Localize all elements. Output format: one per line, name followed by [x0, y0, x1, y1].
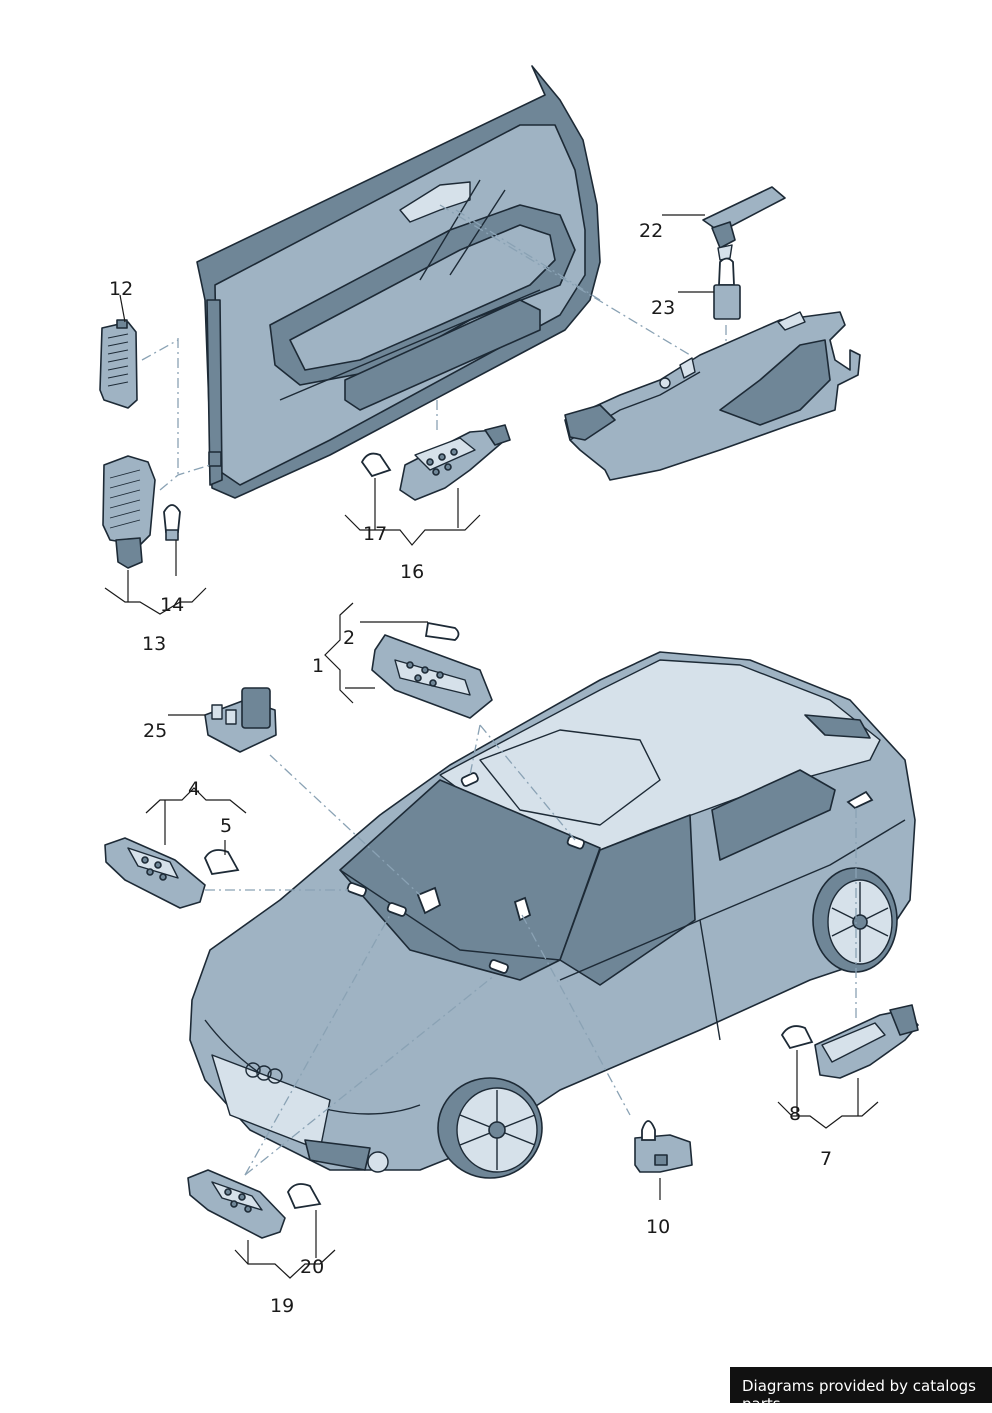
part-14-bulb	[163, 504, 181, 541]
callout-13: 13	[142, 633, 166, 655]
part-25-switch	[204, 687, 277, 753]
car-front-wheel	[437, 1077, 543, 1179]
part-10-switch	[634, 1120, 693, 1173]
part-23-bulb	[713, 257, 741, 320]
part-4-lamp-housing	[104, 837, 206, 909]
part-12-cover	[99, 319, 138, 409]
callout-25: 25	[143, 720, 167, 742]
callout-23: 23	[651, 297, 675, 319]
callout-20: 20	[300, 1256, 324, 1278]
callout-19: 19	[270, 1295, 294, 1317]
part-20-bulb	[286, 1183, 322, 1209]
car-lamp-locations	[346, 772, 874, 974]
connection-lines	[141, 204, 857, 1176]
watermark-text: Diagrams provided by catalogs parts	[742, 1377, 976, 1413]
part-8-bulb	[780, 1025, 814, 1050]
watermark-banner: Diagrams provided by catalogs parts	[730, 1367, 992, 1413]
part-2-bulb	[424, 621, 460, 641]
callout-labels: 1 2 4 5 7 8 10 12 13 14 16 17 19 20 22 2…	[109, 220, 832, 1317]
callout-14: 14	[160, 594, 184, 616]
callout-2: 2	[343, 627, 355, 649]
part-5-bulb	[203, 849, 240, 875]
door-trim-panel	[196, 65, 601, 499]
leader-lines	[104, 214, 879, 1279]
callout-8: 8	[789, 1103, 801, 1125]
callout-12: 12	[109, 278, 133, 300]
part-16-lamp-housing	[399, 424, 511, 501]
callout-17: 17	[363, 523, 387, 545]
part-22-trim-light	[702, 186, 786, 261]
callout-1: 1	[312, 655, 324, 677]
callout-7: 7	[820, 1148, 832, 1170]
callout-16: 16	[400, 561, 424, 583]
car-rear-wheel	[812, 867, 898, 973]
callout-4: 4	[188, 778, 200, 800]
callout-10: 10	[646, 1216, 670, 1238]
callout-5: 5	[220, 815, 232, 837]
car-body	[189, 651, 916, 1173]
callout-22: 22	[639, 220, 663, 242]
part-7-lamp-housing	[814, 1004, 919, 1079]
part-13-lamp-housing	[102, 455, 156, 569]
part-17-bulb	[360, 452, 392, 478]
door-handle-housing	[564, 311, 861, 481]
part-1-lamp-housing	[371, 634, 493, 719]
part-19-lamp-housing	[187, 1169, 286, 1239]
